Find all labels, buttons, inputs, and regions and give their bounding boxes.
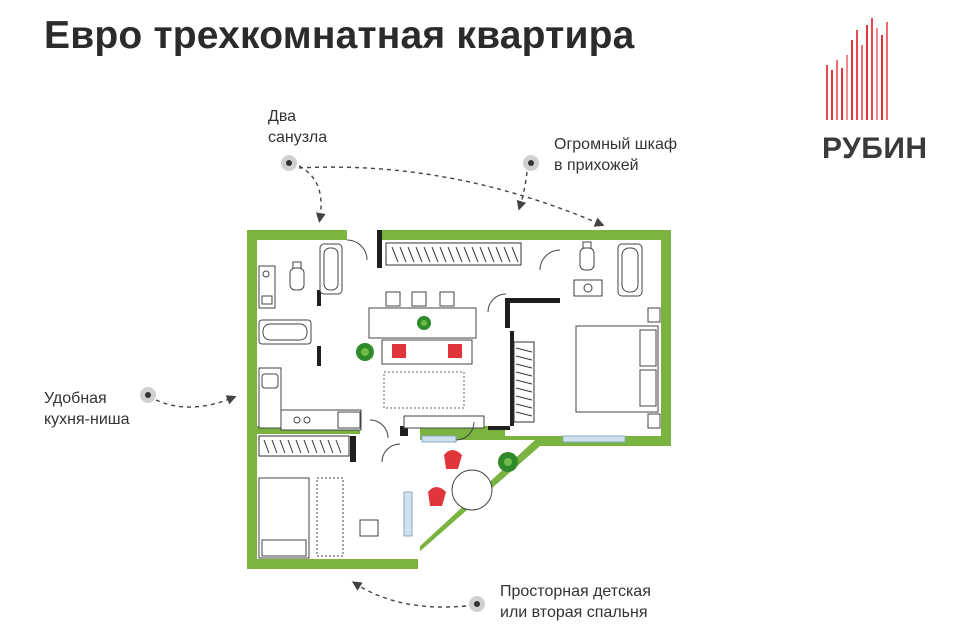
windows (403, 435, 626, 537)
callout-bathrooms: Два санузла (268, 106, 327, 148)
callout-kids-room: Просторная детская или вторая спальня (500, 581, 651, 623)
callout-kitchen-line1: Удобная (44, 390, 107, 407)
kids-room-furniture (258, 477, 379, 559)
callout-wardrobe: Огромный шкаф в прихожей (554, 134, 677, 176)
callout-kids-room-line1: Просторная детская (500, 583, 651, 600)
callout-marker-wardrobe (523, 155, 539, 171)
wardrobe-bedroom (513, 341, 535, 423)
callout-bathrooms-line2: санузла (268, 129, 328, 146)
doors (346, 239, 561, 463)
double-bed (575, 307, 661, 429)
callout-wardrobe-line2: в прихожей (554, 157, 639, 174)
plant-icon-table (417, 316, 431, 330)
callout-kids-room-line2: или вторая спальня (500, 604, 648, 621)
callout-kitchen: Удобная кухня-ниша (44, 388, 130, 430)
callout-marker-bathrooms (281, 155, 297, 171)
bathroom-left-fixtures (258, 243, 343, 345)
bathroom-right-fixtures (573, 241, 643, 297)
plant-icon-living (356, 343, 374, 361)
sofa (381, 339, 473, 365)
callout-kitchen-line2: кухня-ниша (44, 411, 130, 428)
rubin-logo-icon (826, 18, 888, 120)
interior-walls (317, 230, 560, 462)
callout-marker-kids-room (469, 596, 485, 612)
callout-bathrooms-line1: Два (268, 108, 297, 125)
callout-wardrobe-line1: Огромный шкаф (554, 136, 678, 153)
kitchen-unit (258, 367, 362, 431)
callout-arrows (155, 165, 605, 608)
balcony-furniture (428, 450, 518, 511)
brand-name: РУБИН (822, 132, 928, 165)
page-title: Евро трехкомнатная квартира (44, 14, 635, 57)
rug (383, 371, 465, 409)
callout-marker-kitchen (140, 387, 156, 403)
wardrobe-kids (258, 435, 350, 457)
tv-unit (403, 415, 485, 429)
wardrobe-hallway (385, 242, 522, 266)
